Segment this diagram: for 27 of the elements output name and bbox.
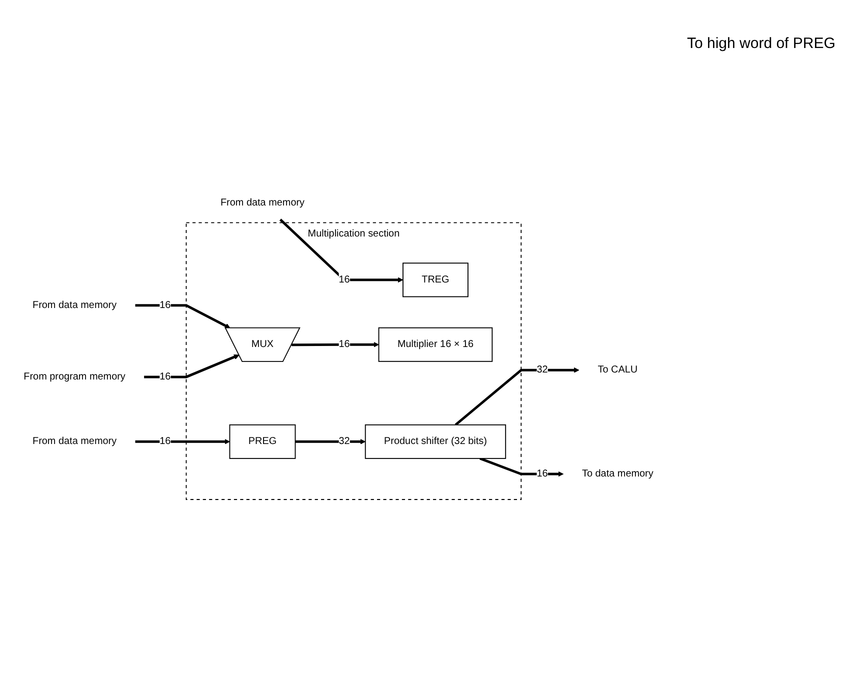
arrow <box>480 458 564 477</box>
arrow <box>135 304 230 329</box>
node-text: From data memory <box>32 300 117 311</box>
node-text: From data memory <box>220 197 305 208</box>
node-text: From data memory <box>32 436 117 447</box>
node-box: PREG <box>229 424 296 460</box>
edge-label: 16 <box>338 274 350 286</box>
edge-label: 16 <box>160 372 171 382</box>
note-text: To high word of PREG <box>687 35 836 52</box>
arrow <box>144 354 240 378</box>
edge-label: 16 <box>160 436 171 447</box>
node-text: To CALU <box>598 364 638 376</box>
edge-label: 32 <box>536 364 548 376</box>
arrow <box>454 368 580 426</box>
arrow <box>292 342 380 348</box>
edge-label: 16 <box>536 468 548 480</box>
edge-label: 32 <box>338 436 350 447</box>
arrow <box>279 218 404 283</box>
edge-label: 16 <box>160 300 171 311</box>
arrow <box>135 439 230 445</box>
edge-label: 16 <box>338 339 350 350</box>
arrow <box>295 439 366 445</box>
node-text: To data memory <box>582 468 654 480</box>
node-text: From program memory <box>24 372 126 382</box>
node-box: Multiplier 16 × 16 <box>378 328 493 362</box>
node-box: TREG <box>402 262 468 298</box>
node-box: Product shifter (32 bits) <box>364 424 506 460</box>
